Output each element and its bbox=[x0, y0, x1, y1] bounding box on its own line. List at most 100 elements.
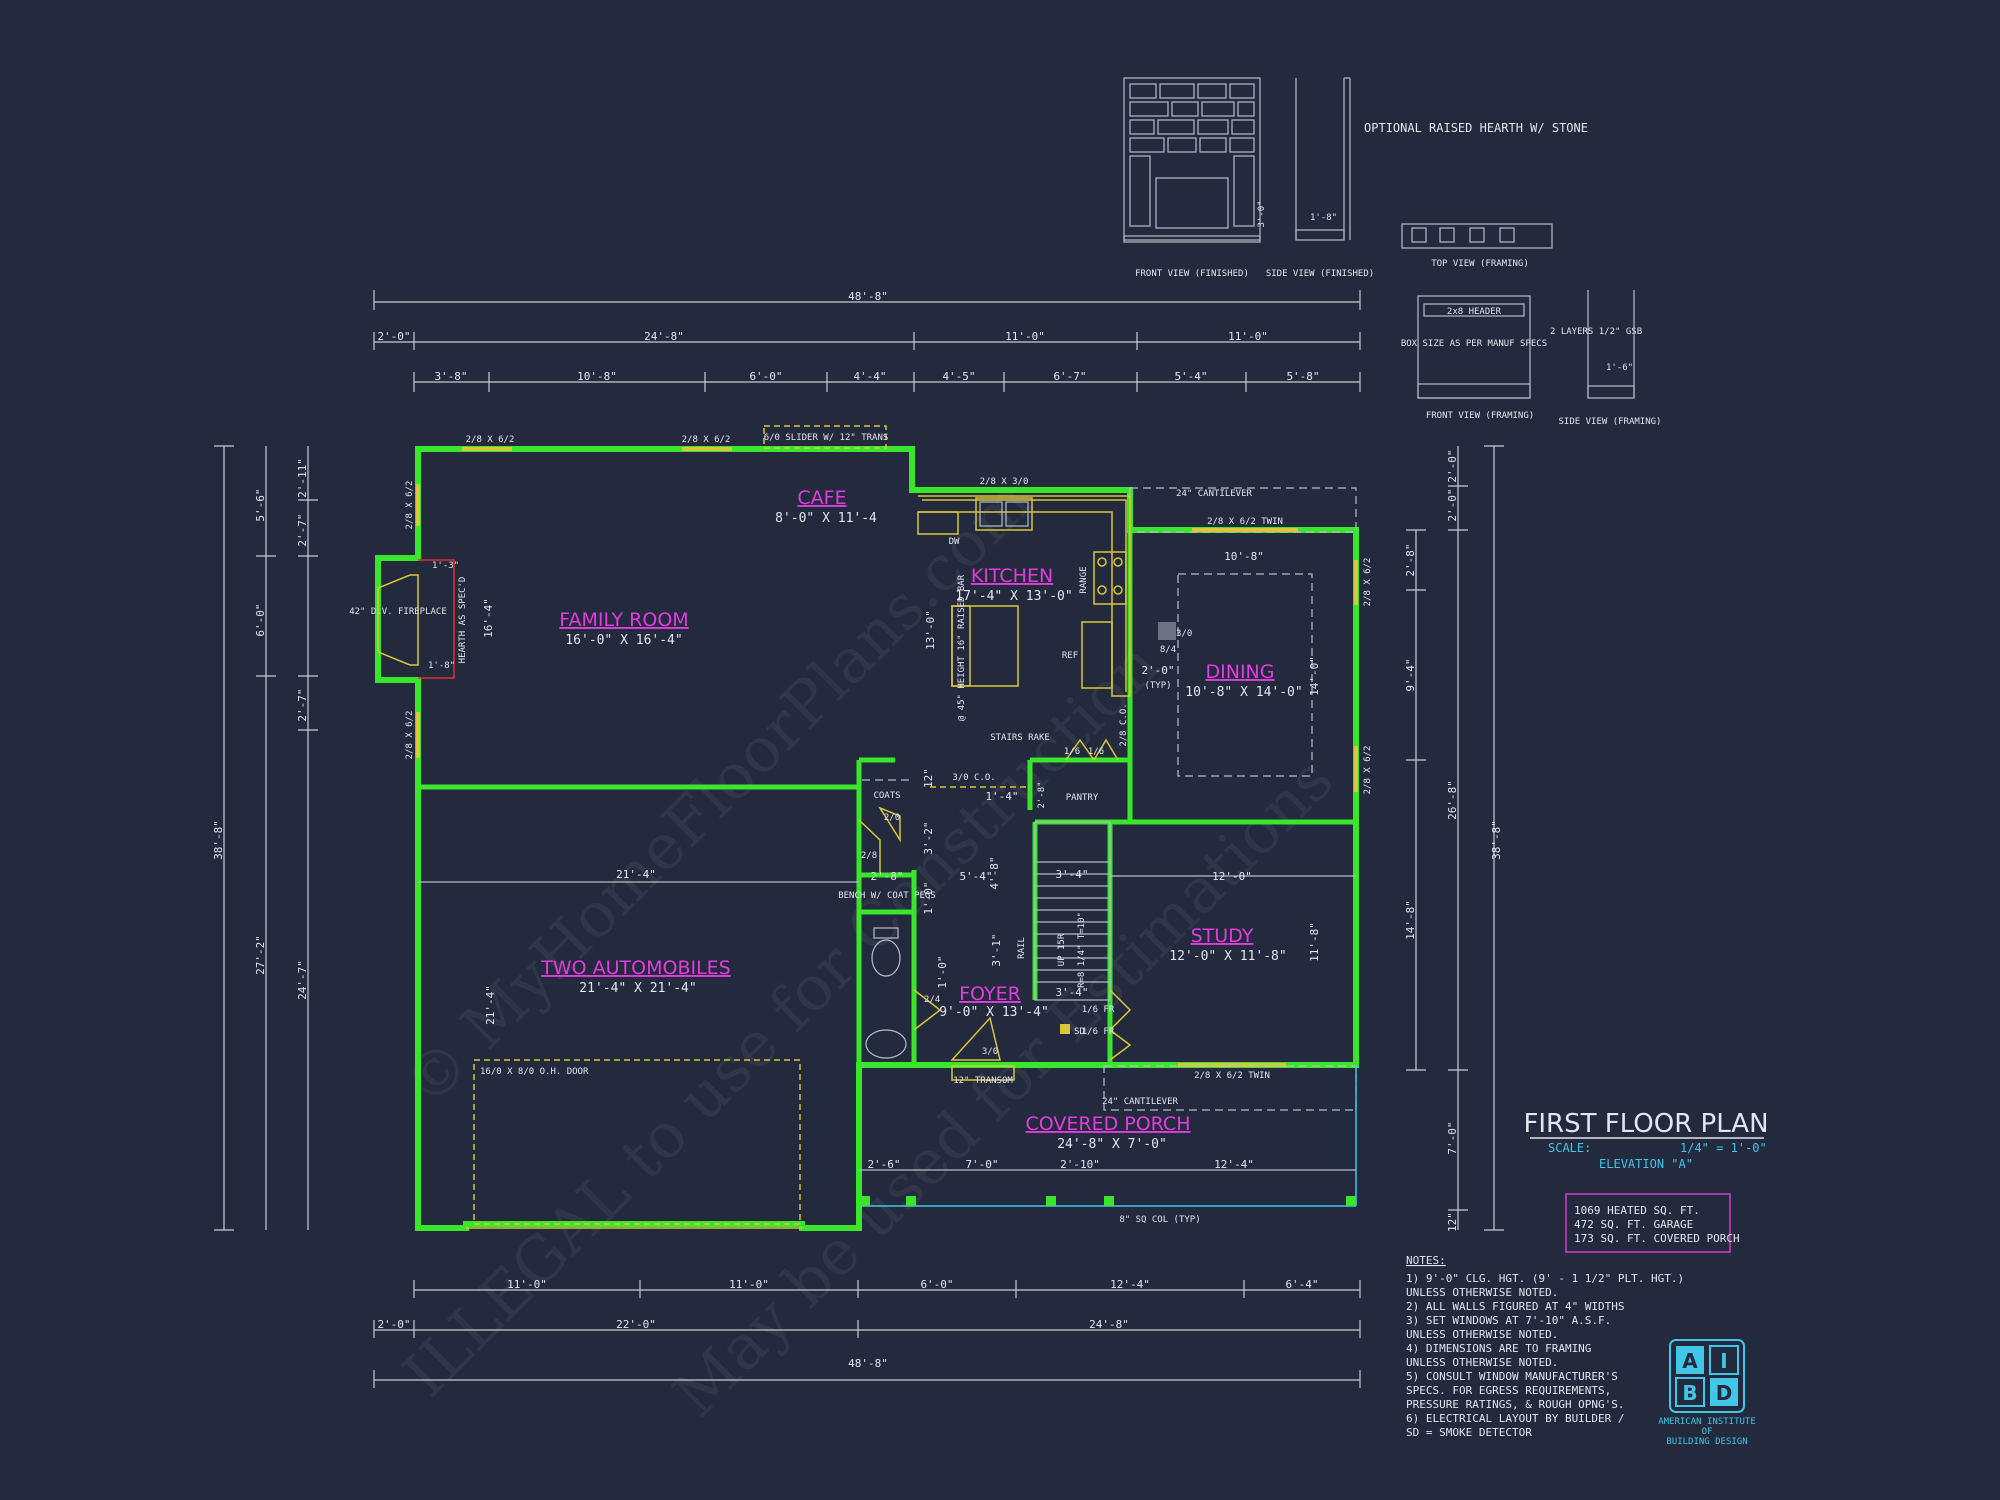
dim-top-r2-5: 4'-5" bbox=[942, 370, 975, 383]
stair-up: UP 15R bbox=[1057, 933, 1067, 966]
dim-right-inner-2: 2'-8" bbox=[1404, 543, 1417, 576]
cantilever-bot: 24" CANTILEVER bbox=[1102, 1097, 1178, 1107]
porch-dim-4: 12'-4" bbox=[1214, 1158, 1254, 1171]
dim-3-4b: 3'-4" bbox=[1055, 986, 1088, 999]
dim-left-inner-2: 2'-11" bbox=[296, 458, 309, 498]
stone-pattern bbox=[1129, 83, 1255, 227]
dim-12-0: 12'-0" bbox=[1212, 870, 1252, 883]
room-kitchen-size: 17'-4" X 13'-0" bbox=[955, 589, 1072, 604]
note-line-8: 5) CONSULT WINDOW MANUFACTURER'S bbox=[1406, 1370, 1618, 1383]
area-heated: 1069 HEATED SQ. FT. bbox=[1574, 1204, 1700, 1217]
dim-left-inner-1: 5'-6" bbox=[254, 488, 267, 521]
logo-letter-d: D bbox=[1716, 1381, 1733, 1405]
stair-foyer-fixtures: UP 15R R=8 1/4" T=10" RAIL 3'-4" 3'-4" S… bbox=[913, 733, 1132, 1086]
kitchen-fixtures: DW RANGE REF @ 45" HEIGHT 16" RAISED BAR… bbox=[917, 495, 1131, 721]
door-28: 2/8 bbox=[861, 851, 877, 861]
dim-11-8: 11'-8" bbox=[1308, 922, 1321, 962]
door-16b: 1/6 bbox=[1088, 747, 1104, 757]
dim-10-8: 10'-8" bbox=[1224, 550, 1264, 563]
elevation-label: ELEVATION "A" bbox=[1599, 1157, 1693, 1171]
hearth-dim-3-0: 3'-0" bbox=[1257, 200, 1267, 227]
note-line-11: 6) ELECTRICAL LAYOUT BY BUILDER / bbox=[1406, 1412, 1625, 1425]
dim-1-0b: 1'-0" bbox=[936, 955, 949, 988]
room-dining-name: DINING bbox=[1206, 661, 1275, 683]
porch: 24" CANTILEVER 2'-6" 7'-0" 2'-10" 12'-4"… bbox=[859, 1065, 1357, 1225]
dim-bot-r2-1: 11'-0" bbox=[507, 1278, 547, 1291]
note-line-3: 2) ALL WALLS FIGURED AT 4" WIDTHS bbox=[1406, 1300, 1625, 1313]
dim-right-mid-3: 7'-0" bbox=[1446, 1121, 1459, 1154]
dim-top-total: 48'-8" bbox=[848, 290, 888, 303]
room-cafe-size: 8'-0" X 11'-4 bbox=[775, 511, 877, 526]
win-twin-top: 2/8 X 6/2 TWIN bbox=[1207, 517, 1283, 527]
win-right-b: 2/8 X 6/2 bbox=[1363, 746, 1373, 795]
note-line-7: UNLESS OTHERWISE NOTED. bbox=[1406, 1356, 1558, 1369]
dim-left-inner-5: 24'-7" bbox=[296, 960, 309, 1000]
dim-top-r1-1: 2'-0" bbox=[377, 330, 410, 343]
dim-right-mid-1: 2'-0" bbox=[1446, 449, 1459, 482]
dim-1-0: 1'-0" bbox=[922, 881, 935, 914]
door-16fr-b: 1/6 FR bbox=[1082, 1027, 1115, 1037]
room-garage-size: 21'-4" X 21'-4" bbox=[579, 981, 696, 996]
box-size-label: BOX SIZE AS PER MANUF SPECS bbox=[1401, 339, 1547, 349]
logo-org-3: BUILDING DESIGN bbox=[1666, 1437, 1747, 1447]
dim-bot-r1-1: 2'-0" bbox=[377, 1318, 410, 1331]
door-30: 3/0 bbox=[982, 1047, 998, 1057]
dim-2-8-pantry: 2'-8" bbox=[1037, 781, 1047, 808]
hearth-details: FRONT VIEW (FINISHED) 3'-0" 1'-8" SIDE V… bbox=[1123, 77, 1661, 427]
note-line-12: SD = SMOKE DETECTOR bbox=[1406, 1426, 1532, 1439]
fireplace: 42" D.V. FIREPLACE HEARTH AS SPEC'D 1'-3… bbox=[349, 559, 495, 679]
raised-bar-label: @ 45" HEIGHT 16" RAISED BAR bbox=[957, 574, 967, 721]
title-block: FIRST FLOOR PLAN SCALE: 1/4" = 1'-0" ELE… bbox=[1523, 1109, 1769, 1253]
porch-dim-1: 2'-6" bbox=[867, 1158, 900, 1171]
door-16a: 1/6 bbox=[1064, 747, 1080, 757]
notes-heading: NOTES: bbox=[1406, 1254, 1446, 1267]
notes: NOTES: 1) 9'-0" CLG. HGT. (9' - 1 1/2" P… bbox=[1406, 1254, 1684, 1439]
top-dimensions: 48'-8" 2'-0" 24'-8" 11'-0" 11'-0" 3'-8" … bbox=[373, 290, 1361, 392]
win-right-a: 2/8 X 6/2 bbox=[1363, 558, 1373, 607]
stair-riser: R=8 1/4" T=10" bbox=[1077, 912, 1087, 988]
door-20: 2/0 bbox=[884, 813, 900, 823]
study-dims: 12'-0" 11'-8" bbox=[1110, 870, 1356, 962]
dim-21-4v: 21'-4" bbox=[484, 985, 497, 1025]
dim-top-r2-4: 4'-4" bbox=[853, 370, 886, 383]
dim-3-1: 3'-1" bbox=[990, 933, 1003, 966]
windows: 2/8 X 6/2 2/8 X 6/2 6/0 SLIDER W/ 12" TR… bbox=[405, 425, 1373, 1081]
dim-top-r2-2: 10'-8" bbox=[577, 370, 617, 383]
note-line-6: 4) DIMENSIONS ARE TO FRAMING bbox=[1406, 1342, 1591, 1355]
pantry-label: PANTRY bbox=[1066, 793, 1099, 803]
logo-org-1: AMERICAN INSTITUTE bbox=[1658, 1417, 1756, 1427]
dim-left-mid-2: 27'-2" bbox=[254, 935, 267, 975]
sd-label: SD bbox=[1074, 1027, 1085, 1037]
dim-top-r1-3: 11'-0" bbox=[1005, 330, 1045, 343]
layers-label: 2 LAYERS 1/2" GSB bbox=[1550, 327, 1642, 337]
dim-right-mid-2: 26'-8" bbox=[1446, 780, 1459, 820]
co-30: 3/0 C.O. bbox=[952, 773, 995, 783]
dim-top-r1-4: 11'-0" bbox=[1228, 330, 1268, 343]
hearth-dim-1-8: 1'-8" bbox=[1310, 213, 1337, 223]
porch-dim-3: 2'-10" bbox=[1060, 1158, 1100, 1171]
dim-2-8c: 2'-8" bbox=[870, 870, 903, 883]
note-line-9: SPECS. FOR EGRESS REQUIREMENTS, bbox=[1406, 1384, 1611, 1397]
hearth-label: HEARTH AS SPEC'D bbox=[458, 577, 468, 664]
room-garage-name: TWO AUTOMOBILES bbox=[540, 957, 731, 979]
hearth-dim-1-6: 1'-6" bbox=[1606, 363, 1633, 373]
room-cafe-name: CAFE bbox=[797, 487, 846, 509]
win-left-a: 2/8 X 6/2 bbox=[405, 481, 415, 530]
co-28: 2/8 C.O. bbox=[1119, 703, 1129, 746]
cantilever-top: 24" CANTILEVER bbox=[1176, 489, 1252, 499]
room-porch-size: 24'-8" X 7'-0" bbox=[1057, 1137, 1167, 1152]
dim-bot-total: 48'-8" bbox=[848, 1357, 888, 1370]
header-label: 2x8 HEADER bbox=[1447, 307, 1502, 317]
dim-top-r1-2: 24'-8" bbox=[644, 330, 684, 343]
scale-value: 1/4" = 1'-0" bbox=[1680, 1141, 1767, 1155]
win-twin-bot: 2/8 X 6/2 TWIN bbox=[1194, 1071, 1270, 1081]
dim-bot-r2-5: 6'-4" bbox=[1285, 1278, 1318, 1291]
note-line-10: PRESSURE RATINGS, & ROUGH OPNG'S. bbox=[1406, 1398, 1625, 1411]
dim-top-r2-7: 5'-4" bbox=[1174, 370, 1207, 383]
garage-door: 16/0 X 8/0 O.H. DOOR 21'-4" 21'-4" bbox=[418, 868, 859, 1229]
dim-top-r2-1: 3'-8" bbox=[434, 370, 467, 383]
dim-1-4: 1'-4" bbox=[985, 790, 1018, 803]
dim-14-0: 14'-0" bbox=[1308, 656, 1321, 696]
front-view-framing: FRONT VIEW (FRAMING) bbox=[1426, 411, 1534, 421]
